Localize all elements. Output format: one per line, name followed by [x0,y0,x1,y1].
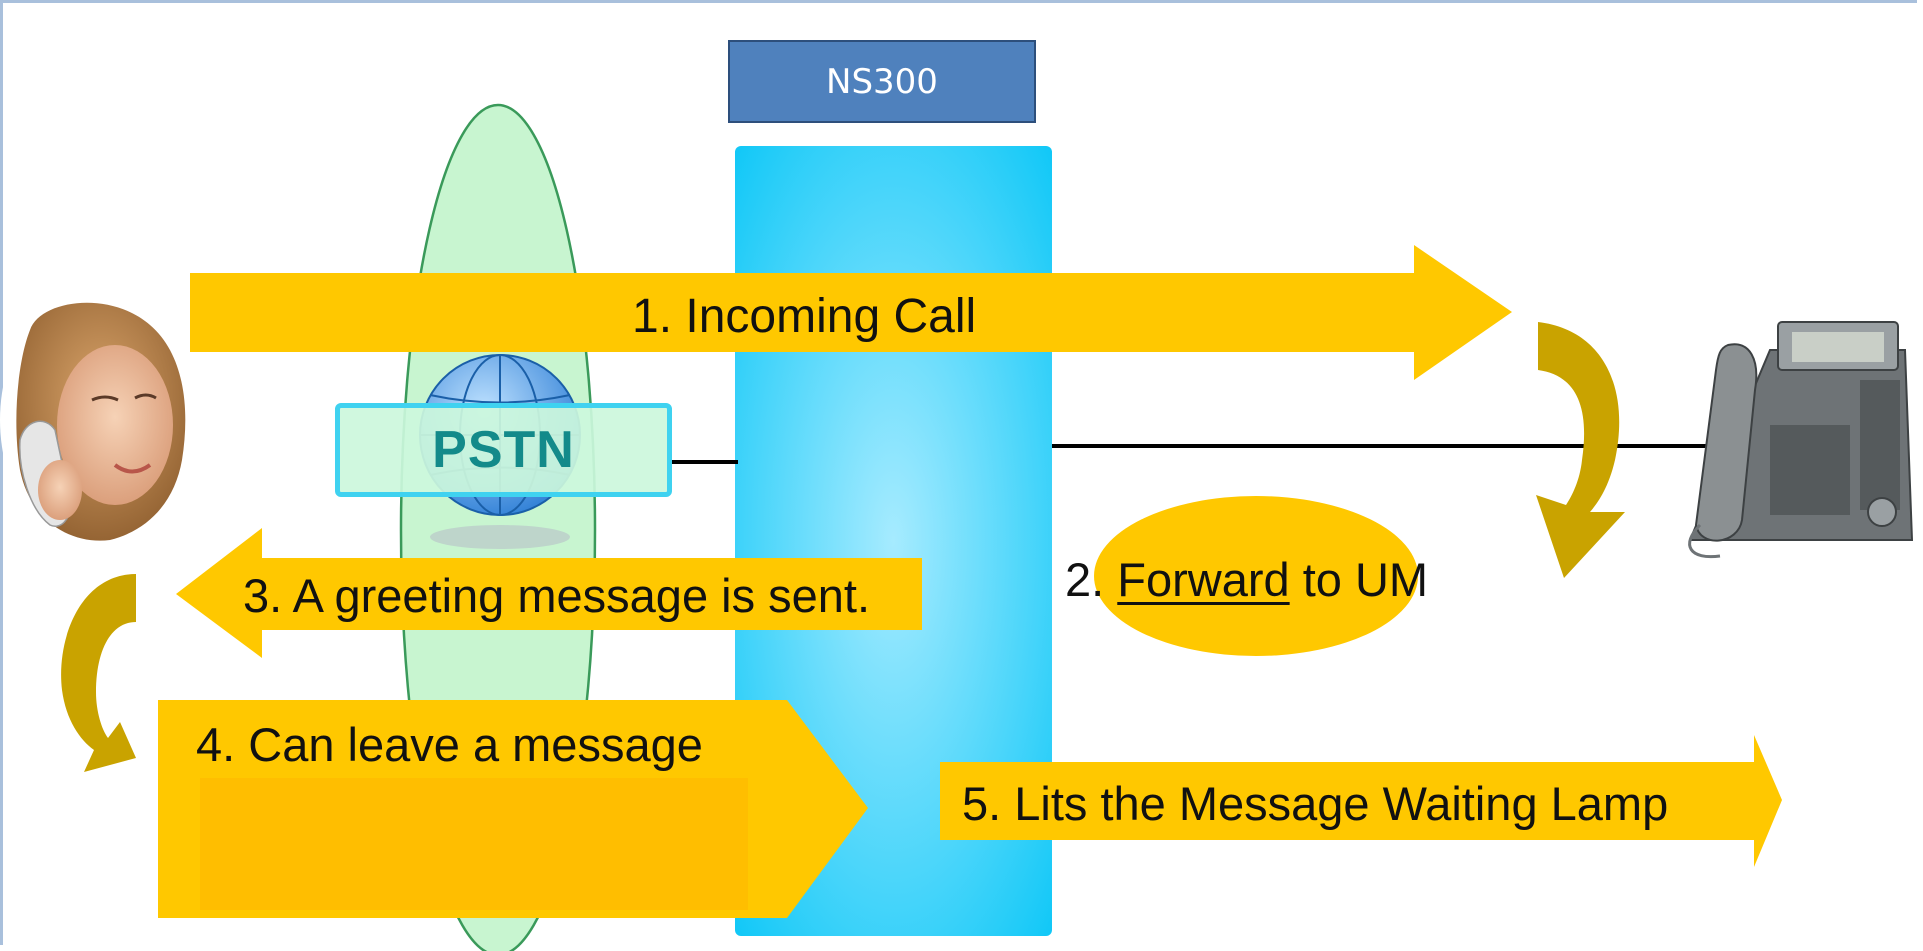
lamp-arrow [940,735,1782,867]
step-greeting-label: 3. A greeting message is sent. [243,569,871,622]
forward-curved-arrow [1536,322,1625,578]
greeting-arrow [176,528,922,658]
forward-ellipse [1094,496,1418,656]
step-forward-label: 2. Forward to UM [1065,556,1428,603]
step-incoming-call-label: 1. Incoming Call [632,290,977,343]
forward-rest: to UM [1289,553,1429,606]
message-box [200,778,748,910]
ns300-server-label: NS300 [728,40,1036,123]
desk-phone-icon [1688,321,1914,559]
step-message-lamp-label: 5. Lits the Message Waiting Lamp [962,777,1669,830]
step-leave-message-label: 4. Can leave a message [196,718,703,771]
forward-word: Forward [1117,553,1290,606]
forward-number: 2. [1065,553,1118,606]
greeting-curved-arrow [61,574,136,772]
incoming-call-arrow [190,245,1512,380]
pstn-label: PSTN [335,403,672,497]
caller-woman-icon [0,285,200,555]
